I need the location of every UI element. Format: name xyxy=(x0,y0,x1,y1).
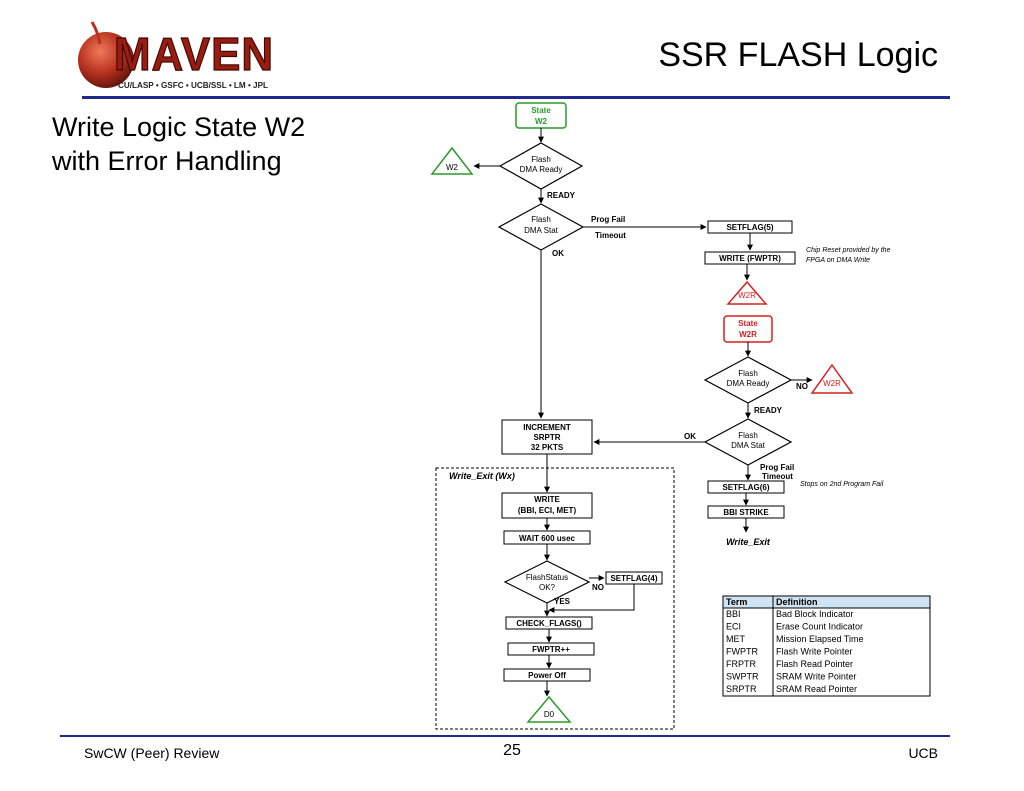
glossary-definition-cell: SRAM Write Pointer xyxy=(776,672,856,682)
glossary-header-bg xyxy=(722,595,931,609)
state-w2r-line1: State xyxy=(738,319,758,328)
decision-3-line2: DMA Ready xyxy=(727,379,770,388)
glossary-term-cell: BBI xyxy=(726,609,741,619)
prog-fail-label-2: Prog Fail xyxy=(760,463,794,472)
goto-d0-triangle xyxy=(526,695,572,723)
prog-fail-label-1: Prog Fail xyxy=(591,215,625,224)
fwptr-inc-label: FWPTR++ xyxy=(532,645,570,654)
footer-org-label: UCB xyxy=(908,745,938,761)
state-w2-line2: W2 xyxy=(535,117,548,126)
glossary-definition-cell: Flash Write Pointer xyxy=(776,647,852,657)
svg-text:CU/LASP • GSFC • UCB/SSL • LM: CU/LASP • GSFC • UCB/SSL • LM • JPL xyxy=(118,81,268,90)
bbi-strike-label: BBI STRIKE xyxy=(723,508,769,517)
glossary-definition-cell: Erase Count Indicator xyxy=(776,622,863,632)
setflag4-label: SETFLAG(4) xyxy=(610,574,657,583)
chip-reset-note-1: Chip Reset provided by the xyxy=(806,247,891,254)
goto-w2r-triangle-1 xyxy=(726,280,768,305)
glossary-term-cell: MET xyxy=(726,634,746,644)
page-number: 25 xyxy=(503,742,521,759)
goto-w2r-triangle-2 xyxy=(810,363,854,394)
flashstatus-line2: OK? xyxy=(539,583,556,592)
increment-line2: SRPTR xyxy=(533,433,560,442)
glossary-term-cell: SRPTR xyxy=(726,684,757,694)
glossary-header-term: Term xyxy=(726,597,747,607)
ok-label-2: OK xyxy=(684,432,696,441)
glossary-term-cell: FWPTR xyxy=(726,647,758,657)
decision-2-line1: Flash xyxy=(531,215,551,224)
power-off-label: Power Off xyxy=(528,671,566,680)
wait-label: WAIT 600 usec xyxy=(519,534,576,543)
stops-note: Stops on 2nd Program Fail xyxy=(800,481,884,488)
glossary-term-cell: FRPTR xyxy=(726,659,756,669)
goto-w2r-label-1: W2R xyxy=(738,291,756,300)
no-label-1: NO xyxy=(796,382,808,391)
setflag6-label: SETFLAG(6) xyxy=(722,483,769,492)
write-exit-container-title: Write_Exit (Wx) xyxy=(449,471,515,481)
goto-w2-triangle xyxy=(430,146,474,175)
glossary-table: Term Definition BBI Bad Block IndicatorEC… xyxy=(722,595,931,697)
goto-w2r-label-2: W2R xyxy=(823,379,841,388)
subtitle-line-2: with Error Handling xyxy=(52,146,282,176)
increment-line3: 32 PKTS xyxy=(531,443,564,452)
decision-3-line1: Flash xyxy=(738,369,758,378)
state-w2-line1: State xyxy=(531,106,551,115)
state-w2r-line2: W2R xyxy=(739,330,757,339)
write-exit-container xyxy=(435,467,675,730)
svg-text:MAVEN: MAVEN xyxy=(114,28,274,80)
header-rule xyxy=(82,96,950,99)
ready-label-1: READY xyxy=(547,191,576,200)
check-flags-label: CHECK_FLAGS() xyxy=(516,619,582,628)
glossary-term-cell: SWPTR xyxy=(726,672,759,682)
write-bbi-line2: (BBI, ECI, MET) xyxy=(518,506,577,515)
decision-4-line1: Flash xyxy=(738,431,758,440)
decision-4-line2: DMA Stat xyxy=(731,441,766,450)
decision-2-line2: DMA Stat xyxy=(524,226,559,235)
ready-label-2: READY xyxy=(754,406,783,415)
subtitle-line-1: Write Logic State W2 xyxy=(52,112,306,142)
footer-rule xyxy=(60,735,950,737)
chip-reset-note-2: FPGA on DMA Write xyxy=(806,257,870,264)
goto-d0-label: D0 xyxy=(544,710,555,719)
glossary-header-definition: Definition xyxy=(776,597,818,607)
fwptr-inc-box xyxy=(507,642,595,656)
decision-1-line1: Flash xyxy=(531,155,551,164)
write-exit-label: Write_Exit xyxy=(726,537,771,547)
glossary-definition-cell: Bad Block Indicator xyxy=(776,609,854,619)
increment-line1: INCREMENT xyxy=(523,423,571,432)
flashstatus-line1: FlashStatus xyxy=(526,573,568,582)
footer-review-label: SwCW (Peer) Review xyxy=(84,745,220,761)
glossary-definition-cell: SRAM Read Pointer xyxy=(776,684,857,694)
setflag5-label: SETFLAG(5) xyxy=(726,223,773,232)
slide-title: SSR FLASH Logic xyxy=(658,36,938,74)
glossary-term-cell: ECI xyxy=(726,622,741,632)
write-bbi-line1: WRITE xyxy=(534,495,560,504)
ok-label-1: OK xyxy=(552,249,564,258)
glossary-body xyxy=(722,607,931,697)
timeout-label-2: Timeout xyxy=(762,472,793,481)
glossary-definition-cell: Mission Elapsed Time xyxy=(776,634,864,644)
write-bbi-box xyxy=(501,492,593,519)
decision-flashstatus-ok xyxy=(503,560,591,604)
write-fwptr-label: WRITE (FWPTR) xyxy=(719,254,781,263)
no-label-2: NO xyxy=(592,583,604,592)
yes-label: YES xyxy=(554,597,571,606)
glossary-definition-cell: Flash Read Pointer xyxy=(776,659,853,669)
decision-1-line2: DMA Ready xyxy=(520,165,563,174)
write-fwptr-box xyxy=(704,251,796,265)
mars-planet-icon xyxy=(78,32,134,88)
slide-subtitle: Write Logic State W2 with Error Handling xyxy=(52,110,412,178)
goto-w2-label: W2 xyxy=(446,163,459,172)
maven-logo: MAVEN CU/LASP • GSFC • UCB/SSL • LM • JP… xyxy=(78,21,274,90)
increment-srptr-box xyxy=(501,419,593,455)
timeout-label-1: Timeout xyxy=(595,231,626,240)
